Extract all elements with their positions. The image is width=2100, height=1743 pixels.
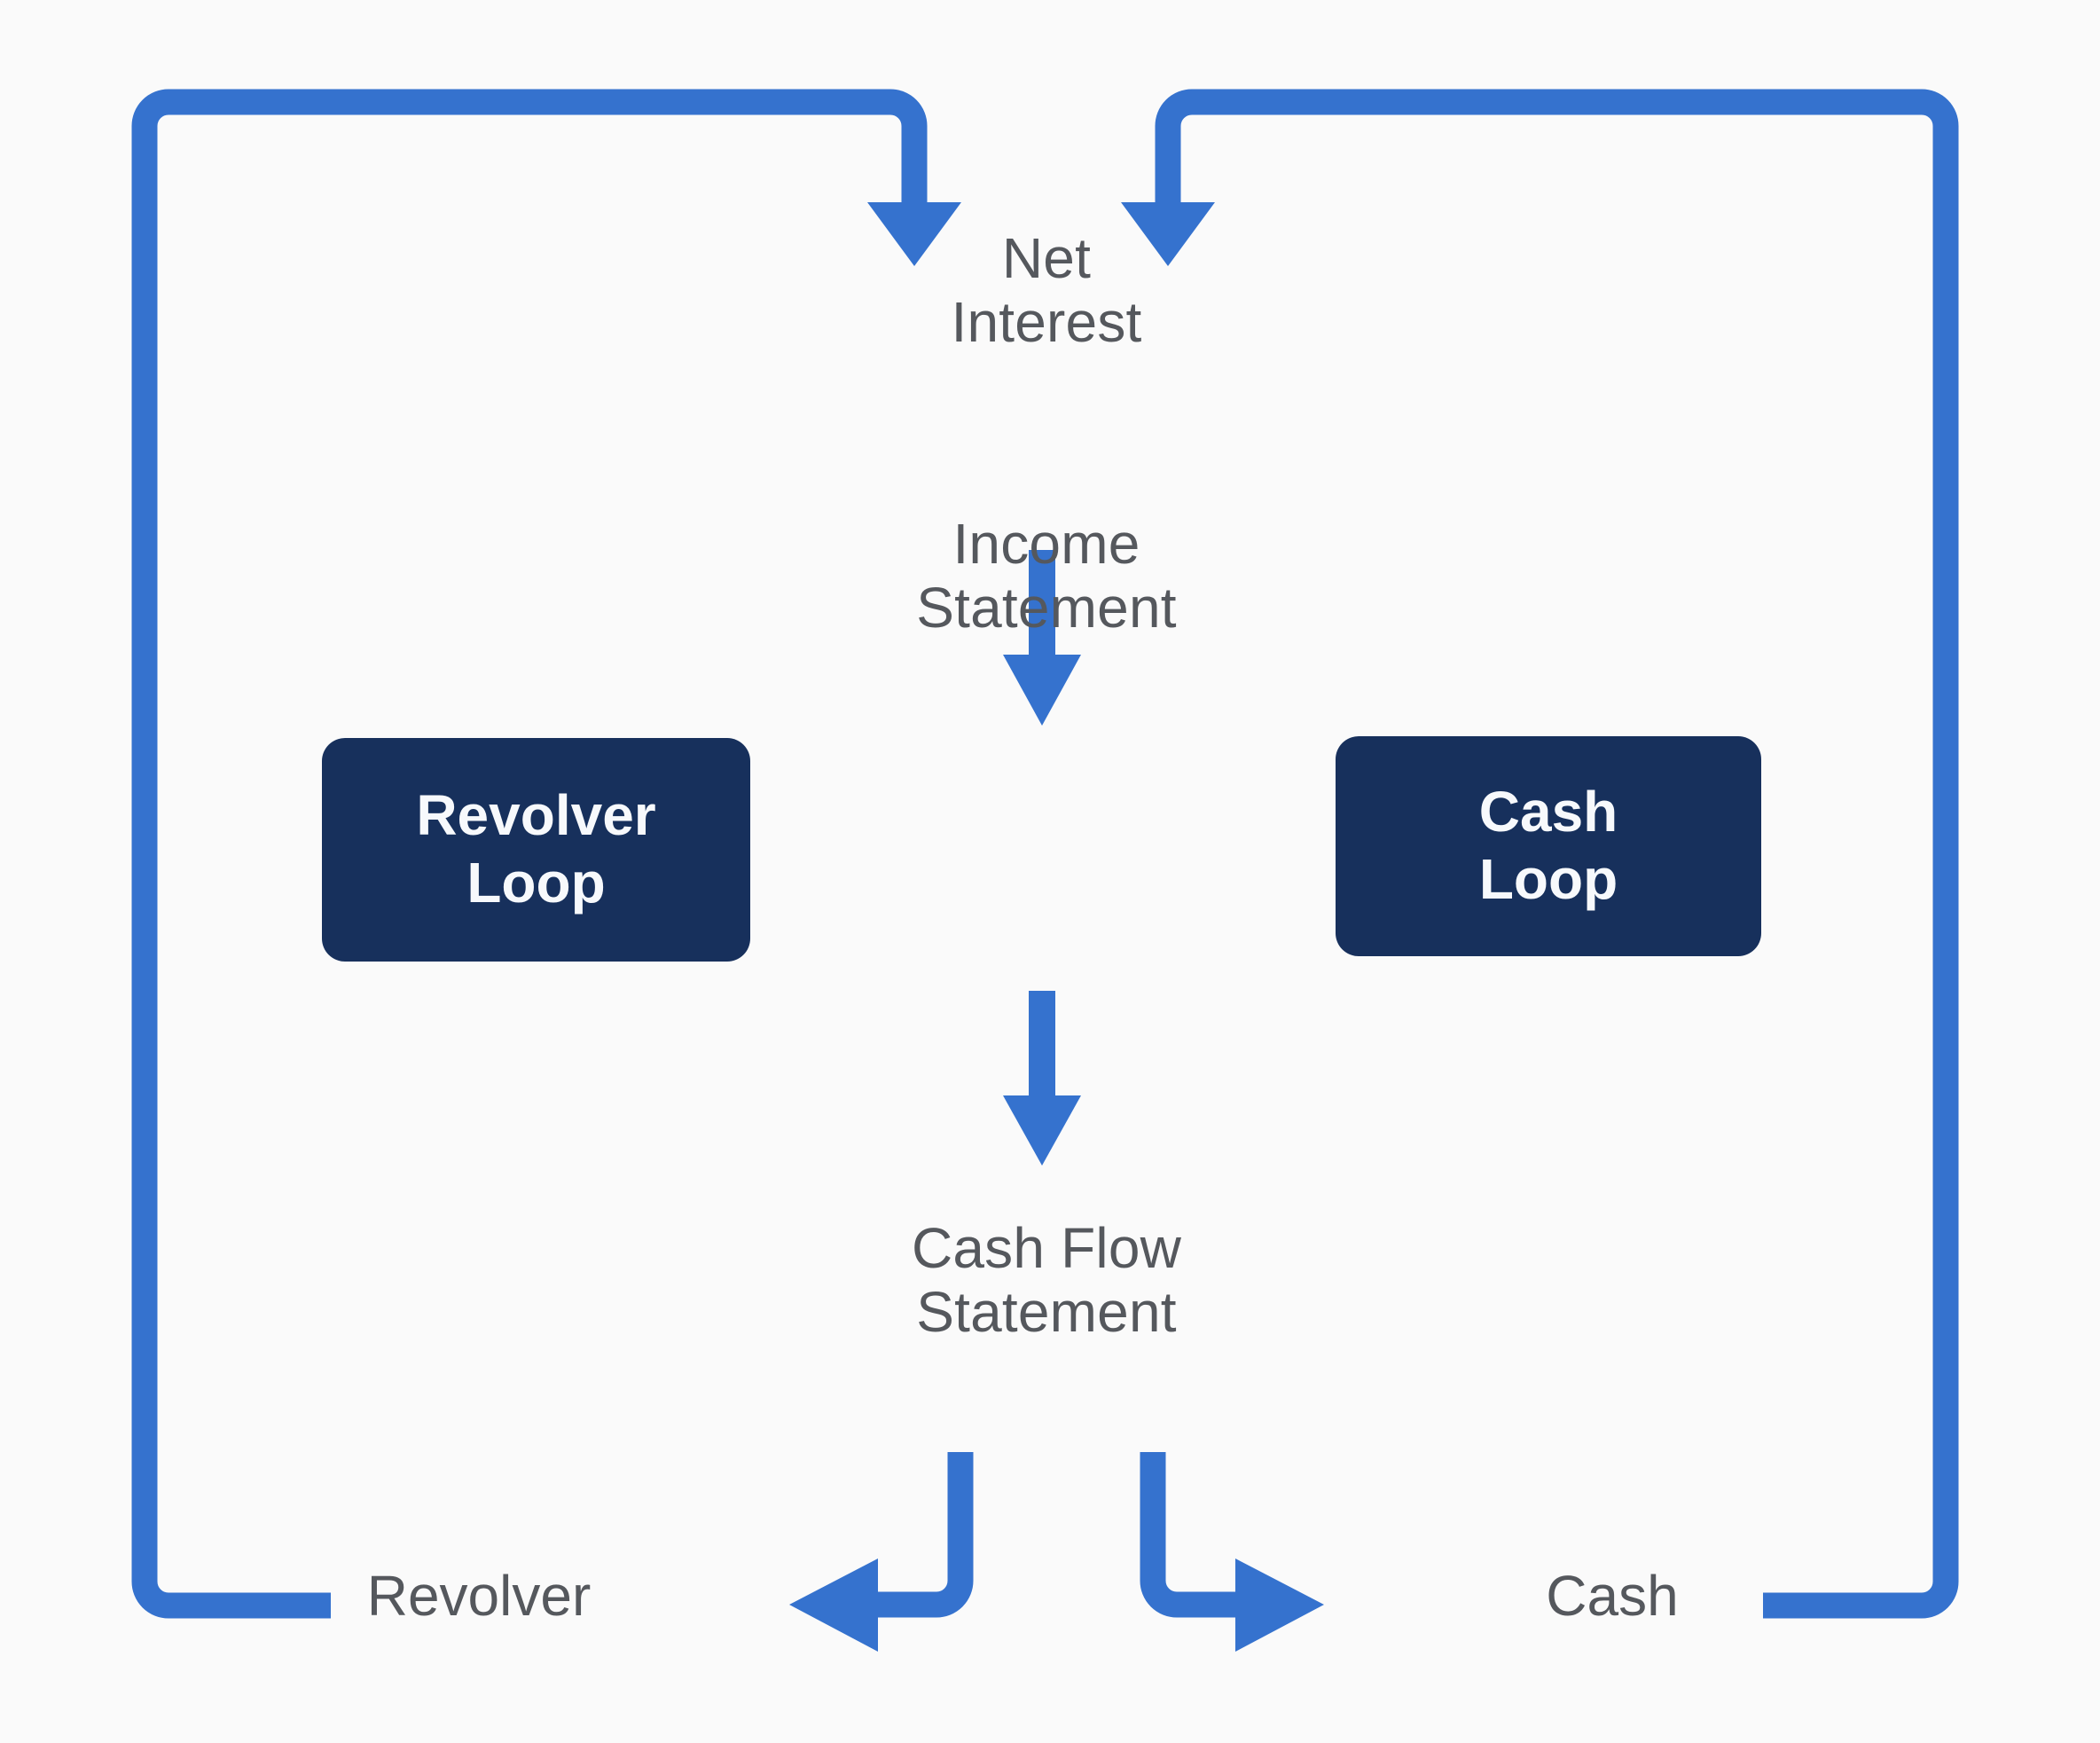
node-income-statement: Income Statement	[916, 512, 1177, 640]
arrow-down-icon	[1003, 655, 1081, 726]
arrow-left-icon	[789, 1558, 878, 1652]
arrow-down-icon	[1003, 1095, 1081, 1166]
node-cash-flow-statement: Cash Flow Statement	[911, 1216, 1182, 1344]
edge-label-cash: Cash	[1546, 1564, 1679, 1628]
arrow-down-icon	[1121, 202, 1215, 266]
arrow-net-interest-to-income-statement	[1003, 550, 1081, 726]
arrow-cash-flow-to-cash	[1140, 1452, 1324, 1652]
revolver-loop-path	[131, 89, 961, 1619]
arrow-income-statement-to-cash-flow	[1003, 991, 1081, 1166]
arrow-down-icon	[867, 202, 961, 266]
node-net-interest: Net Interest	[951, 226, 1142, 354]
cash-loop-path	[1121, 89, 1959, 1619]
revolver-loop-box: Revolver Loop	[322, 738, 750, 962]
cash-loop-box: Cash Loop	[1336, 736, 1761, 956]
cash-loop-label: Cash Loop	[1478, 780, 1618, 911]
revolver-loop-label: Revolver Loop	[416, 783, 656, 915]
arrow-cash-flow-to-revolver	[789, 1452, 974, 1652]
edge-label-revolver: Revolver	[366, 1564, 592, 1628]
arrow-right-icon	[1235, 1558, 1324, 1652]
